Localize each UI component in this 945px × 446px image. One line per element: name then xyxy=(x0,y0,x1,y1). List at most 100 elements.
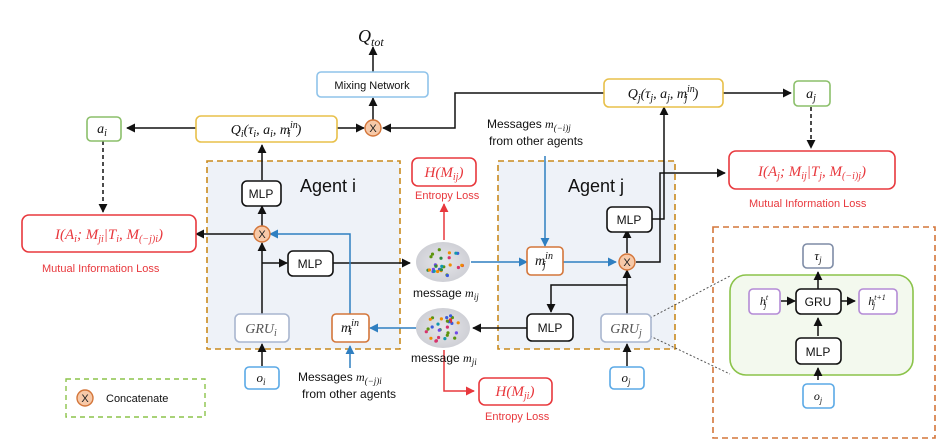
gru-detail-panel xyxy=(712,226,936,439)
concat-j-icon: X xyxy=(618,253,636,271)
entropy-ji-label: Entropy Loss xyxy=(485,411,550,423)
entropy-ij-box: H(Mij) xyxy=(411,157,477,187)
messages-other-i-line1: Messages m(−j)i xyxy=(298,370,382,386)
message-dot xyxy=(460,263,464,267)
svg-text:X: X xyxy=(623,257,631,269)
svg-text:oi: oi xyxy=(256,370,266,387)
detail-mlp-box: MLP xyxy=(795,337,842,365)
svg-text:GRUj: GRUj xyxy=(610,322,642,339)
legend-concat-icon: X xyxy=(76,389,94,407)
legend-label: Concatenate xyxy=(106,393,168,405)
mi-loss-i-box: I(Ai; Mji|Ti, M(−j)i) xyxy=(21,214,197,253)
concat-mix-icon: X xyxy=(364,119,382,137)
mlp-i-message: MLP xyxy=(287,250,334,277)
svg-text:X: X xyxy=(81,393,89,405)
message-dot xyxy=(449,314,453,318)
message-dot xyxy=(434,339,438,343)
concat-i-icon: X xyxy=(253,225,271,243)
message-ij-cloud xyxy=(416,242,470,282)
message-dot xyxy=(429,255,433,259)
obs-i-box: oi xyxy=(244,366,280,390)
messages-other-j-line2: from other agents xyxy=(489,134,583,148)
messages-other-i-line2: from other agents xyxy=(302,387,396,401)
message-dot xyxy=(448,263,452,267)
message-dot xyxy=(436,322,440,326)
message-dot xyxy=(437,328,441,332)
svg-text:X: X xyxy=(258,229,266,241)
detail-gru-box: GRU xyxy=(795,288,842,315)
message-dot xyxy=(453,336,457,340)
detail-obs-box: oj xyxy=(802,383,835,409)
message-dot xyxy=(430,325,434,329)
message-dot xyxy=(439,256,443,260)
message-dot xyxy=(440,264,444,268)
svg-text:MLP: MLP xyxy=(298,257,323,271)
message-dot xyxy=(426,327,430,331)
svg-text:I(Ai; Mji|Ti, M(−j)i): I(Ai; Mji|Ti, M(−j)i) xyxy=(54,227,163,245)
message-ji-label: message mji xyxy=(411,351,477,367)
message-dot xyxy=(446,331,450,335)
message-dot xyxy=(432,269,436,273)
mi-loss-j-box: I(Aj; Mij|Tj, M(−i)j) xyxy=(728,150,896,190)
gru-j-box: GRUj xyxy=(600,313,652,343)
mlp-i-top: MLP xyxy=(241,180,282,207)
svg-text:X: X xyxy=(369,123,377,135)
mixing-network-box: Mixing Network xyxy=(316,71,429,98)
mi-loss-j-label: Mutual Information Loss xyxy=(749,198,867,210)
message-dot xyxy=(439,268,443,272)
message-dot xyxy=(428,317,432,321)
svg-text:I(Aj; Mij|Tj, M(−i)j): I(Aj; Mij|Tj, M(−i)j) xyxy=(757,164,866,182)
svg-text:Mixing Network: Mixing Network xyxy=(334,80,410,92)
gru-i-box: GRUi xyxy=(234,313,290,343)
mlp-j-message: MLP xyxy=(526,313,574,342)
svg-text:MLP: MLP xyxy=(806,345,831,359)
svg-text:H(Mji): H(Mji) xyxy=(495,384,535,402)
mlp-j-top: MLP xyxy=(606,206,653,233)
svg-text:MLP: MLP xyxy=(538,321,563,335)
message-dot xyxy=(445,319,449,323)
message-dot xyxy=(436,269,440,274)
mi-loss-i-label: Mutual Information Loss xyxy=(42,263,160,275)
svg-text:oj: oj xyxy=(621,370,631,387)
message-dot xyxy=(447,251,451,255)
obs-j-box: oj xyxy=(609,366,645,390)
message-dot xyxy=(447,256,451,260)
message-dot xyxy=(437,248,441,252)
message-dot xyxy=(454,251,458,255)
agent-j-label: Agent j xyxy=(568,176,624,196)
action-i-box: ai xyxy=(86,116,122,142)
svg-text:MLP: MLP xyxy=(617,213,642,227)
svg-text:htj: htj xyxy=(760,293,769,310)
message-dot xyxy=(454,331,458,335)
agent-i-label: Agent i xyxy=(300,176,356,196)
svg-text:MLP: MLP xyxy=(249,187,274,201)
message-dot xyxy=(456,321,460,325)
message-dot xyxy=(456,265,460,270)
svg-text:oj: oj xyxy=(814,389,823,405)
entropy-ji-box: H(Mji) xyxy=(478,377,553,406)
message-ij-label: message mij xyxy=(413,286,479,302)
message-dot xyxy=(443,337,447,341)
message-dot xyxy=(439,317,443,321)
detail-tau-box: τj xyxy=(802,243,834,269)
legend-box xyxy=(65,378,206,418)
message-dot xyxy=(445,316,449,320)
svg-text:τj: τj xyxy=(814,248,822,265)
svg-text:GRU: GRU xyxy=(805,295,832,309)
message-dot xyxy=(434,264,438,268)
message-dot xyxy=(424,330,428,334)
svg-text:GRUi: GRUi xyxy=(245,322,277,339)
action-j-box: aj xyxy=(793,80,831,107)
q-tot-label: Qtot xyxy=(358,26,384,49)
svg-text:ai: ai xyxy=(97,122,107,139)
message-dot xyxy=(429,336,433,340)
message-dot xyxy=(427,268,431,272)
